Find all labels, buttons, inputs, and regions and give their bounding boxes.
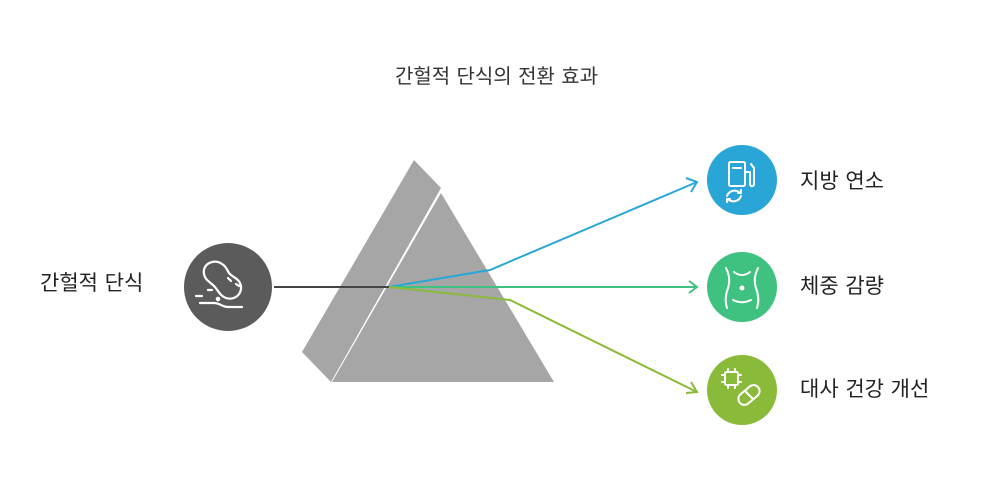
input-label: 간헐적 단식 [40,271,144,295]
output-beam-fat-burn-arrow [685,177,699,193]
prism-left-face [302,160,441,382]
output-label-weight-loss: 체중 감량 [800,274,884,298]
output-label-fat-burn: 지방 연소 [800,169,884,193]
fuel-pump-icon [726,161,755,203]
peanut-icon [194,260,244,309]
diagram-title: 간헐적 단식의 전환 효과 [394,64,599,88]
prism [302,160,554,382]
output-label-metabolic: 대사 건강 개선 [800,377,930,401]
output-beam-fat-burn [388,181,698,288]
waist-icon [724,267,760,309]
output-node-fat-burn [707,145,777,215]
output-node-metabolic [707,355,777,425]
chip-pill-icon [721,368,761,406]
output-node-weight-loss [707,252,777,322]
output-beam-metabolic [388,286,698,393]
output-beam-metabolic-arrow [685,381,699,394]
output-beam-weight-loss-arrow [688,280,699,294]
input-node [184,243,272,331]
